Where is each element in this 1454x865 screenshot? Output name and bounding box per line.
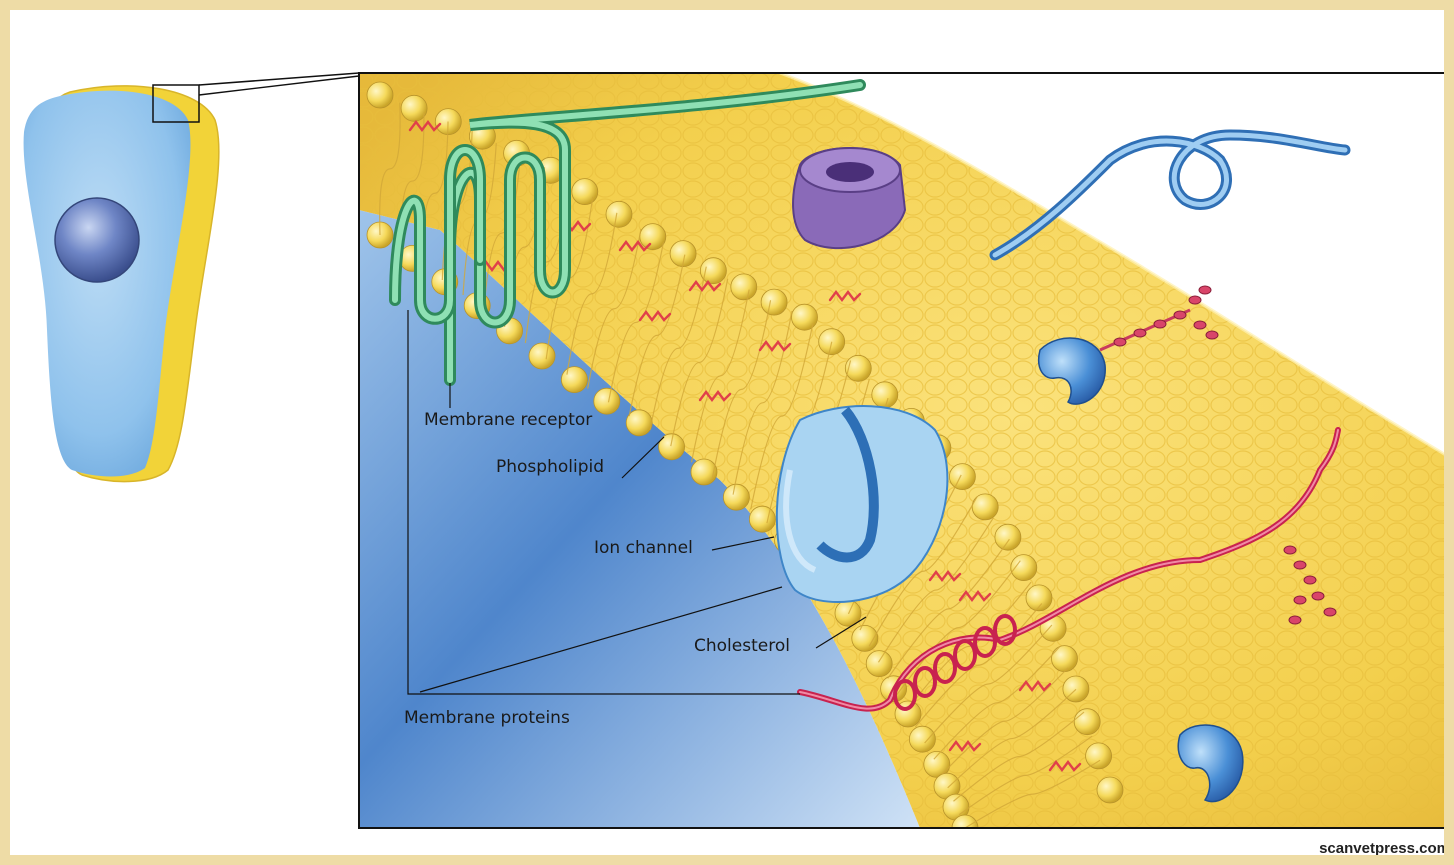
page-frame <box>0 0 1454 865</box>
